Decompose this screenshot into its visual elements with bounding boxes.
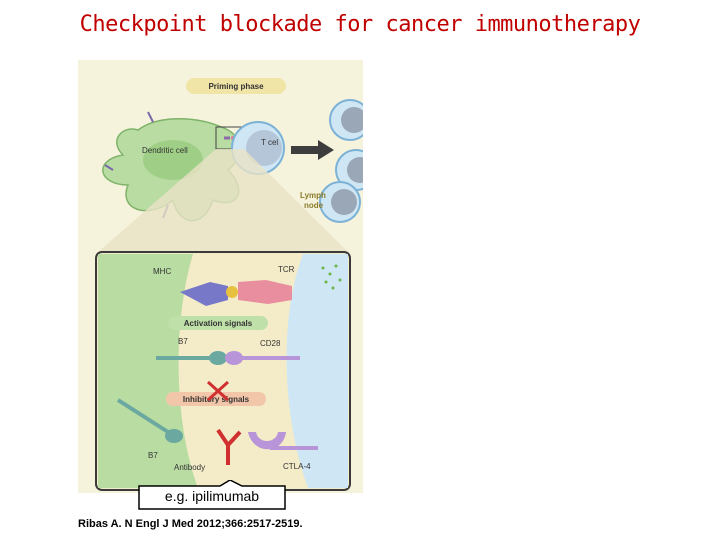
blocked-cross-icon [206,380,230,402]
checkpoint-figure: Priming phase Dendritic cell T cel [78,60,363,493]
inhibitory-signals-label: Inhibitory signals [183,395,250,404]
antibody-molecule [216,428,242,465]
ctla4-label: CTLA-4 [283,462,311,471]
priming-phase-banner [186,78,286,94]
t-cell-nucleus [246,130,282,166]
slide-title: Checkpoint blockade for cancer immunothe… [79,12,641,37]
ctla4-molecule [248,432,286,450]
mhc-molecule [180,282,228,306]
activation-banner [168,316,268,330]
proliferating-t-cells [319,99,363,223]
inhibitory-banner [166,392,266,406]
tcr-label: TCR [278,265,295,274]
cd28-label: CD28 [260,339,281,348]
b7-bottom-molecule [116,398,170,434]
lymph-label-1: Lymph [300,191,326,200]
priming-phase-label: Priming phase [208,82,264,91]
citation: Ribas A. N Engl J Med 2012;366:2517-2519… [78,518,303,530]
activation-signals-label: Activation signals [184,319,253,328]
dendritic-nucleus [143,140,203,180]
b7-bottom-label: B7 [148,451,158,460]
signal-dots [321,264,342,290]
antibody-label: Antibody [174,463,205,472]
b7-top-label: B7 [178,337,188,346]
cd28-molecule [225,351,243,365]
tcr-molecule [238,280,292,304]
dendritic-cell-label: Dendritic cell [142,146,188,155]
lymph-label-2: node [304,201,324,210]
zoom-funnel [98,149,348,252]
mhc-label: MHC [153,267,171,276]
proliferation-arrow [291,140,334,160]
t-cell-label: T cel [261,138,278,147]
peptide [226,286,238,298]
t-cell-membrane [286,254,348,488]
ipilimumab-callout: e.g. ipilimumab [138,480,286,510]
callout-text: e.g. ipilimumab [164,488,260,504]
